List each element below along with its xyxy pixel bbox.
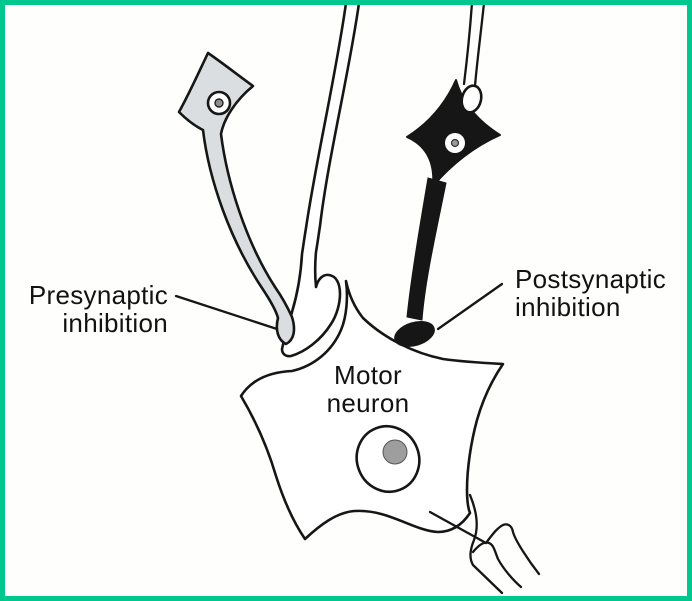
excitatory-axon — [280, 1, 361, 358]
postsynaptic-neuron-axon — [406, 177, 447, 321]
motor-neuron-axon-branches — [428, 493, 541, 595]
axon-onto-inhibitory-neuron — [460, 1, 486, 114]
postsynaptic-neuron-body — [406, 79, 501, 187]
presynaptic-neuron-nucleolus — [214, 98, 224, 108]
excitatory-axon-terminal — [280, 1, 361, 358]
motor-neuron — [239, 279, 541, 595]
postsynaptic-neuron-nucleolus — [450, 138, 460, 148]
motor-neuron-nucleolus — [382, 439, 408, 465]
postsynaptic-inhibitory-neuron — [394, 79, 501, 348]
axon-end-bulb — [460, 84, 483, 114]
motor-neuron-label: Motor neuron — [326, 360, 410, 418]
motor-neuron-soma — [239, 279, 505, 541]
presynaptic-inhibitory-neuron — [177, 51, 296, 346]
presynaptic-inhibition-label: Presynaptic inhibition — [28, 280, 168, 338]
postsynaptic-inhibition-label: Postsynaptic inhibition — [515, 264, 667, 322]
postsynaptic-leader-line — [436, 282, 504, 331]
axon-line-right — [473, 1, 486, 88]
postsynaptic-axon-bouton — [394, 320, 435, 348]
presynaptic-neuron-body-axon — [177, 51, 296, 346]
axon-line-left — [462, 1, 474, 86]
presynaptic-leader-line — [174, 294, 279, 331]
